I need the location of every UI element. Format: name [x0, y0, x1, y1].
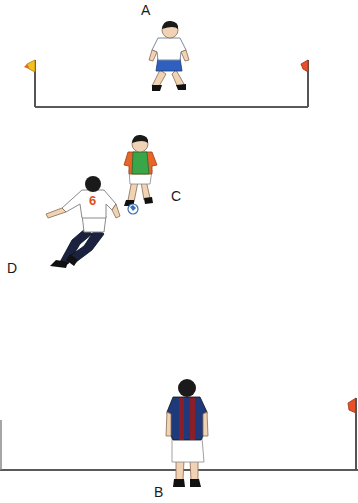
- player-letter: B: [154, 485, 163, 499]
- player-a: [149, 21, 189, 91]
- player-b: [166, 379, 208, 487]
- player-c: [124, 135, 157, 214]
- player-letter: D: [7, 261, 17, 275]
- player-letter: C: [171, 189, 181, 203]
- shirt-number: 6: [89, 194, 96, 207]
- bottom-goal: [0, 398, 358, 470]
- player-d: [46, 176, 120, 268]
- player-letter: A: [141, 3, 150, 17]
